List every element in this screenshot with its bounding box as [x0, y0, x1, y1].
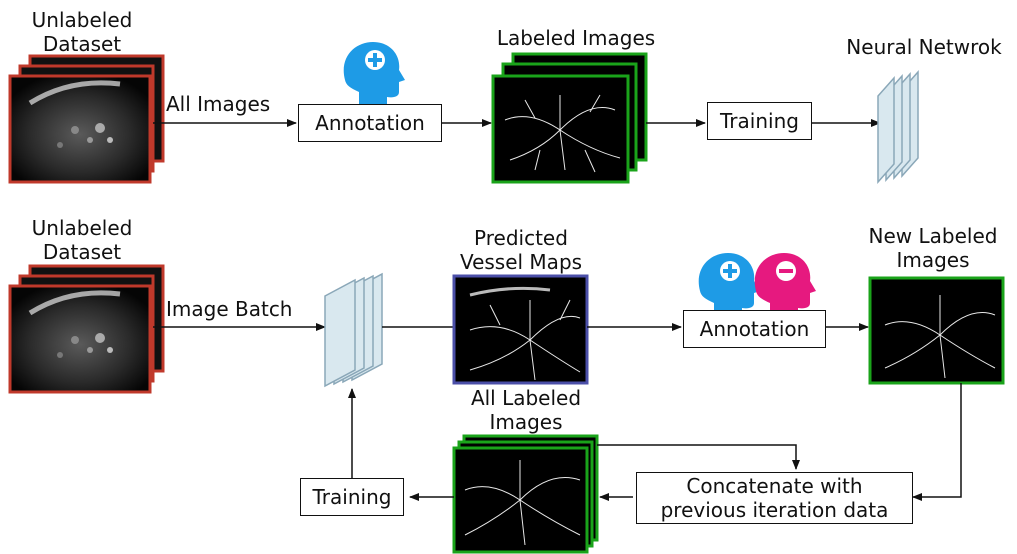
all-labeled-image-stack [452, 434, 599, 554]
predicted-vessel-map [452, 274, 589, 385]
head-minus-icon [754, 253, 816, 317]
bottom-annotation-box: Annotation [683, 310, 826, 348]
head-plus-icon [698, 253, 760, 317]
neural-network-top [877, 70, 919, 184]
concatenate-line1: Concatenate with [686, 474, 863, 498]
labeled-image-stack-top [491, 52, 648, 184]
edge-all-labeled-to-concatenate [597, 444, 800, 470]
unlabeled-image-stack-top [8, 54, 165, 184]
edge-label-image-batch: Image Batch [166, 297, 293, 321]
head-plus-icon [343, 42, 405, 106]
predicted-vessel-maps-label: Predicted Vessel Maps [459, 226, 583, 274]
edge-new-labeled-to-concatenate [912, 383, 962, 501]
top-training-box: Training [707, 102, 812, 140]
top-labeled-images-label: Labeled Images [496, 26, 656, 50]
neural-network-label: Neural Netwrok [846, 35, 1002, 59]
edge-label-all-images: All Images [166, 92, 271, 116]
all-labeled-images-label: All Labeled Images [470, 386, 582, 434]
top-annotation-box: Annotation [298, 104, 442, 142]
bottom-unlabeled-dataset-label: Unlabeled Dataset [31, 216, 133, 264]
new-labeled-image [868, 276, 1005, 385]
unlabeled-image-stack-bottom [8, 264, 165, 394]
top-unlabeled-dataset-label: Unlabeled Dataset [31, 8, 133, 56]
neural-network-bottom [324, 272, 383, 388]
concatenate-box: Concatenate with previous iteration data [636, 472, 913, 524]
concatenate-line2: previous iteration data [660, 498, 889, 522]
bottom-training-box: Training [300, 478, 404, 516]
new-labeled-images-label: New Labeled Images [868, 224, 998, 272]
